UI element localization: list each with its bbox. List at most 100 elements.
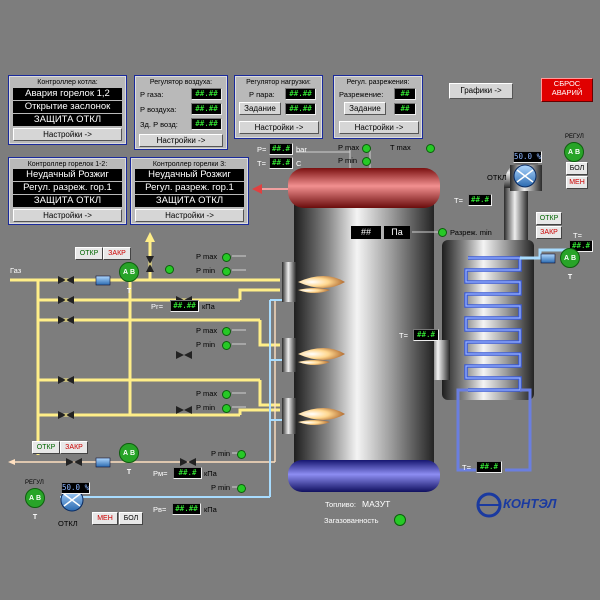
fan-off-label-right: ОТКЛ	[487, 173, 507, 182]
vacuum-regulator-panel: Регул. разрежения: Разрежение: ## Задани…	[333, 75, 423, 139]
top-pmax-label: P max	[338, 143, 360, 152]
air-setpoint-label: Зд. Р возд:	[140, 120, 178, 129]
t-mid-label: T=	[399, 331, 408, 340]
air-less-button[interactable]: МЕН	[92, 512, 118, 525]
panel-title: Контроллер горелки 3:	[152, 161, 227, 168]
furnace-vacuum-readout: ##	[351, 226, 381, 239]
air-setpoint-value: ##.##	[191, 118, 222, 130]
air-regulator-panel: Регулятор воздуха: Р газа: ##.## Р возду…	[134, 75, 228, 150]
panel-title: Контроллер котла:	[37, 79, 98, 86]
kpa-unit-gas: кПа	[202, 302, 215, 311]
vacuum-setpoint-button[interactable]: Задание	[344, 102, 386, 115]
reset-label-1: СБРОС	[553, 79, 581, 88]
burner2-pmin-label: P min	[196, 340, 216, 349]
mid-temp-readout: ##.#	[413, 329, 439, 341]
vacuum-min-label: Разреж. min	[450, 228, 492, 237]
fuel-label: Топливо:	[325, 500, 356, 509]
t-water-label: T=	[573, 231, 582, 240]
load-setpoint-value: ##.##	[285, 103, 316, 115]
air-damper-percent: 50.0 %	[61, 482, 90, 494]
auto-mode-button-oil[interactable]: А В Т	[119, 443, 139, 476]
auto-mode-button-flue[interactable]: А В Т	[564, 142, 584, 175]
auto-mode-button-gas[interactable]: А В Т	[119, 262, 139, 295]
panel-title: Контроллер горелок 1-2:	[27, 161, 108, 168]
load-settings-button[interactable]: Настройки ->	[239, 121, 319, 134]
air-pmin-indicator	[237, 484, 246, 493]
graphs-button[interactable]: Графики ->	[449, 83, 513, 99]
burner2-pmax-label: P max	[196, 326, 218, 335]
vacuum-settings-button[interactable]: Настройки ->	[339, 121, 419, 134]
kpa-unit-air: кПа	[204, 505, 217, 514]
burner1-pmax-label: P max	[196, 252, 218, 261]
ignition-failure: Неудачный Розжиг	[13, 169, 122, 181]
fan-off-label-left: ОТКЛ	[58, 519, 78, 528]
panel-title: Регулятор воздуха:	[149, 79, 213, 86]
vacuum-value: ##	[394, 88, 416, 100]
steam-pressure-label: Р пара:	[249, 90, 275, 99]
t-bottom-label: T=	[462, 463, 471, 472]
gas-open-button[interactable]: ОТКР	[75, 247, 103, 260]
gas-pressure-label: Р газа:	[140, 90, 164, 99]
auto-mode-button-air[interactable]: А В Т	[25, 488, 45, 521]
load-setpoint-button[interactable]: Задание	[239, 102, 281, 115]
kontel-logo: КОНТЭЛ	[503, 496, 557, 511]
pg-label: Рг=	[151, 302, 164, 311]
oil-close-button[interactable]: ЗАКР	[60, 441, 88, 454]
air-settings-button[interactable]: Настройки ->	[139, 134, 223, 147]
vacuum-regulation-burner: Регул. разреж. гор.1	[135, 182, 244, 194]
regul-label-right: РЕГУЛ	[565, 134, 584, 140]
top-pmin-label: P min	[338, 156, 358, 165]
burner1-pmax-indicator	[222, 253, 231, 262]
vacuum-setpoint-value: ##	[394, 103, 416, 115]
ignition-failure: Неудачный Розжиг	[135, 169, 244, 181]
gas-close-button[interactable]: ЗАКР	[103, 247, 131, 260]
t-eq-label: T=	[257, 159, 266, 168]
burner3-pmax-indicator	[222, 390, 231, 399]
reset-alarms-button[interactable]: СБРОС АВАРИЙ	[541, 78, 593, 102]
tmax-label: T max	[390, 143, 411, 152]
pm-label: Рм=	[153, 469, 168, 478]
oil-open-button[interactable]: ОТКР	[32, 441, 60, 454]
protection-off: ЗАЩИТА ОТКЛ	[13, 195, 122, 207]
burner3-pmax-label: P max	[196, 389, 218, 398]
burners-12-controller-panel: Контроллер горелок 1-2: Неудачный Розжиг…	[8, 157, 127, 225]
burner3-pmin-label: P min	[196, 403, 216, 412]
dampers-opening: Открытие заслонок	[13, 101, 122, 113]
burner3-settings-button[interactable]: Настройки ->	[135, 209, 244, 222]
air-pressure-label: Р воздуха:	[140, 105, 177, 114]
burner2-pmin-indicator	[222, 341, 231, 350]
regul-label-left: РЕГУЛ	[25, 480, 44, 486]
alarm-burners-12: Авария горелок 1,2	[13, 88, 122, 100]
burners12-settings-button[interactable]: Настройки ->	[13, 209, 122, 222]
air-pressure-value: ##.##	[191, 103, 222, 115]
reset-label-2: АВАРИЙ	[551, 88, 583, 97]
water-open-button[interactable]: ОТКР	[536, 212, 562, 225]
pa-unit: Па	[384, 226, 410, 239]
gas-contamination-indicator	[394, 514, 406, 526]
chimney-temp-readout: ##.#	[468, 194, 492, 206]
oil-pressure-readout: ##.#	[173, 467, 202, 479]
burner1-pmin-label: P min	[196, 266, 216, 275]
c-unit: C	[296, 159, 302, 168]
steam-pressure-value: ##.##	[285, 88, 316, 100]
vacuum-min-indicator	[438, 228, 447, 237]
auto-mode-button-water[interactable]: А В Т	[560, 248, 580, 281]
panel-title: Регул. разрежения:	[346, 79, 410, 86]
load-regulator-panel: Регулятор нагрузки: Р пара: ##.## Задани…	[234, 75, 323, 139]
top-pmax-indicator	[362, 144, 371, 153]
vacuum-label: Разрежение:	[339, 90, 384, 99]
boiler-settings-button[interactable]: Настройки ->	[13, 128, 122, 141]
pv-label: Рв=	[153, 505, 167, 514]
air-more-button[interactable]: БОЛ	[119, 512, 143, 525]
water-close-button[interactable]: ЗАКР	[536, 226, 562, 239]
gas-contamination-label: Загазованность	[324, 516, 379, 525]
protection-off: ЗАЩИТА ОТКЛ	[13, 114, 122, 126]
flue-more-button[interactable]: БОЛ	[566, 162, 588, 175]
vacuum-regulation-burner: Регул. разреж. гор.1	[13, 182, 122, 194]
flue-less-button[interactable]: МЕН	[566, 176, 588, 189]
steam-pressure-readout: ##.#	[269, 143, 293, 155]
protection-off: ЗАЩИТА ОТКЛ	[135, 195, 244, 207]
t-chimney-label: T=	[454, 196, 463, 205]
panel-title: Регулятор нагрузки:	[246, 79, 311, 86]
